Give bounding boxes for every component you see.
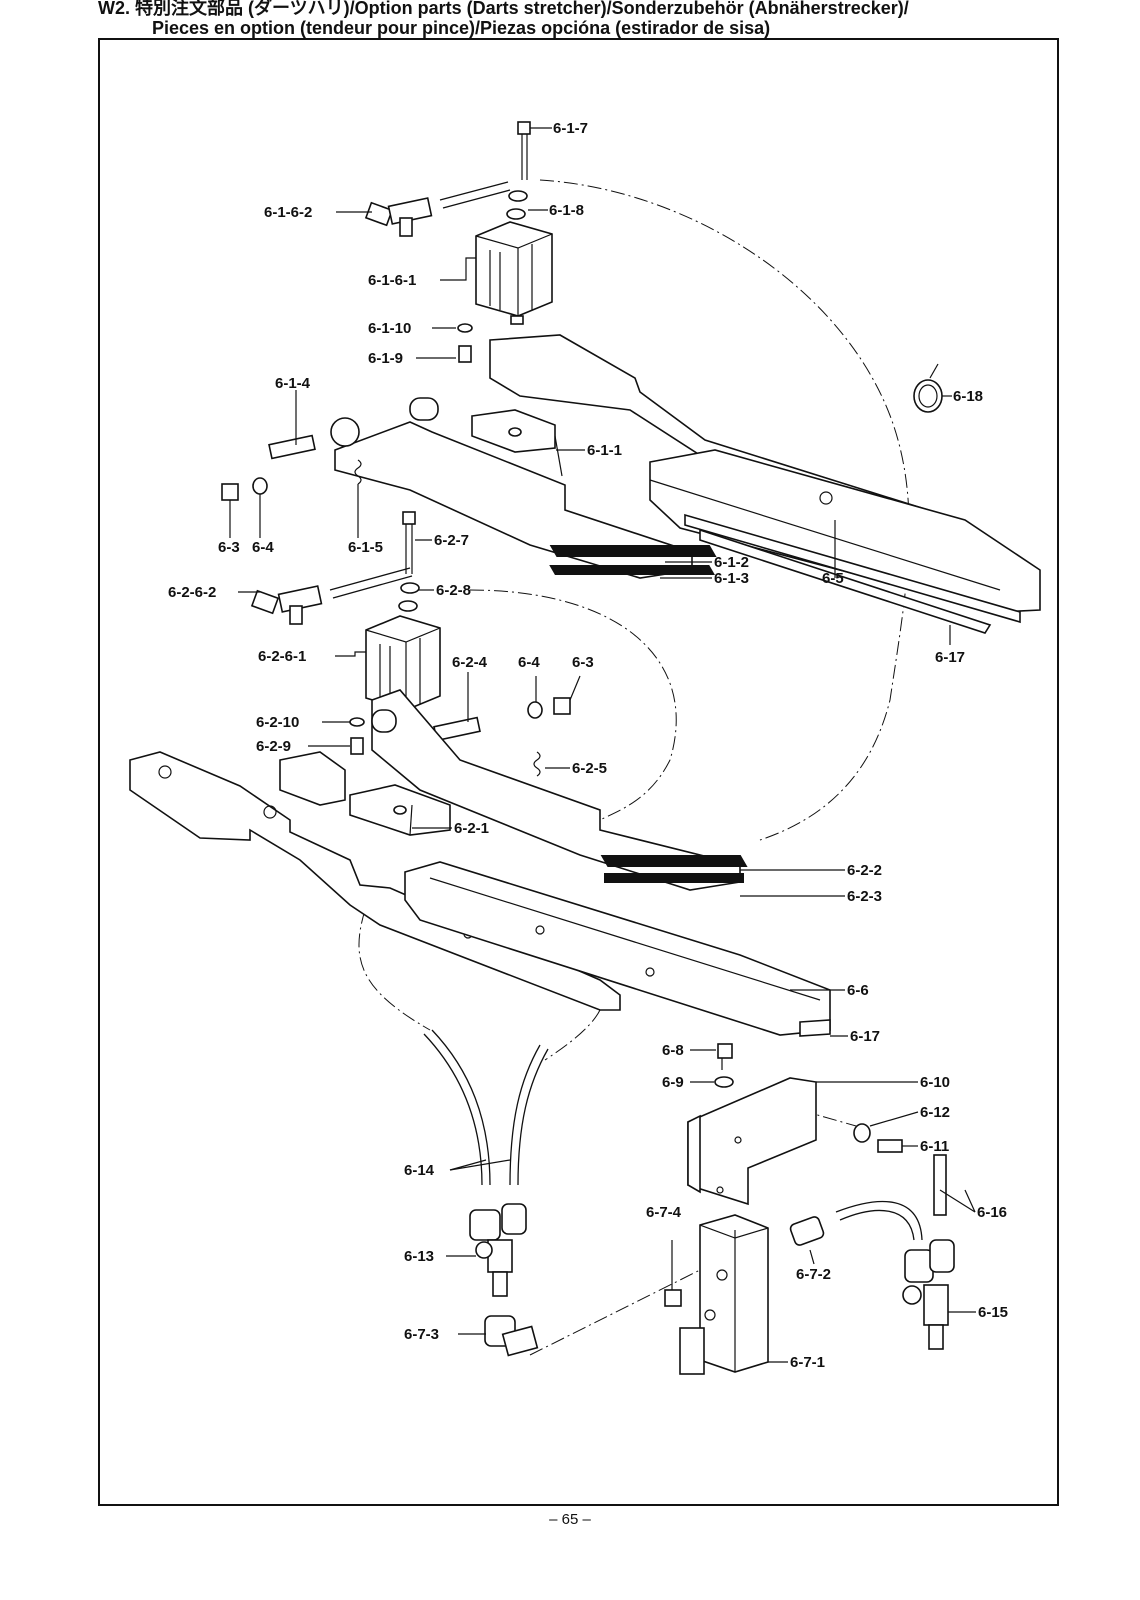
washer-6-4b [527, 701, 543, 719]
label-6-10: 6-10 [920, 1074, 950, 1091]
label-6-3a: 6-3 [218, 539, 240, 556]
washer-6-12 [853, 1123, 871, 1143]
part-labels: 6-1-7 6-1-8 6-1-6-2 6-1-6-1 6-1-10 6-1-9… [168, 120, 1008, 1371]
label-6-8: 6-8 [662, 1042, 684, 1059]
label-6-1-3: 6-1-3 [714, 570, 749, 587]
washer-6-9 [714, 1076, 734, 1088]
rail-6-6 [404, 861, 831, 1037]
label-6-2-4: 6-2-4 [452, 654, 488, 671]
tube-6-16 [933, 1154, 947, 1216]
fitting-6-1-6-2 [364, 197, 433, 237]
label-6-7-4: 6-7-4 [646, 1204, 682, 1221]
label-6-1-1: 6-1-1 [587, 442, 622, 459]
bracket-6-10 [687, 1077, 817, 1206]
guide-curve-middle [469, 589, 677, 821]
washer-6-2-8b [398, 600, 418, 612]
screw-6-3b [553, 697, 571, 715]
screw-6-8 [717, 1043, 733, 1059]
washer-6-2-10 [349, 717, 365, 727]
label-6-2-2: 6-2-2 [847, 862, 882, 879]
screw-6-11 [877, 1139, 903, 1153]
washer-6-4a [252, 477, 268, 495]
shoulder-bolt-6-1-4 [268, 434, 316, 460]
nut-6-2-9 [350, 737, 364, 755]
screw-6-7-4 [664, 1289, 682, 1307]
label-6-1-6-1: 6-1-6-1 [368, 272, 416, 289]
washer-6-2-8a [400, 582, 420, 594]
fitting-6-7-2 [789, 1216, 825, 1246]
fitting-6-13 [469, 1203, 527, 1297]
washer-6-1-8b [506, 208, 526, 220]
washer-6-1-8a [508, 190, 528, 202]
washer-6-1-10 [457, 323, 473, 333]
label-6-2-8: 6-2-8 [436, 582, 471, 599]
bolt-6-2-7 [402, 511, 416, 574]
label-6-1-4: 6-1-4 [275, 375, 311, 392]
tube-6-14a [431, 1029, 491, 1186]
label-6-2-6-2: 6-2-6-2 [168, 584, 216, 601]
guide-curve-lower [358, 909, 431, 1031]
label-6-16: 6-16 [977, 1204, 1007, 1221]
leaders [229, 127, 976, 1363]
diagram-frame [98, 38, 1059, 1506]
label-6-13: 6-13 [404, 1248, 434, 1265]
label-6-1-6-2: 6-1-6-2 [264, 204, 312, 221]
pad-6-2-3 [604, 873, 744, 883]
guide-line-6-7-3 [529, 1259, 721, 1356]
label-6-12: 6-12 [920, 1104, 950, 1121]
page-header: W2. 特別注文部品 (ダーツハリ)/Option parts (Darts s… [0, 0, 1140, 44]
pad-6-1-2 [549, 545, 717, 557]
label-6-1-8: 6-1-8 [549, 202, 584, 219]
arm-6-1-2 [268, 397, 693, 579]
label-6-2-6-1: 6-2-6-1 [258, 648, 306, 665]
label-6-15: 6-15 [978, 1304, 1008, 1321]
label-6-14: 6-14 [404, 1162, 435, 1179]
screw-6-3a [221, 483, 239, 501]
pad-6-2-2 [600, 855, 748, 867]
page-number: – 65 – [549, 1511, 591, 1528]
label-6-2-10: 6-2-10 [256, 714, 299, 731]
valve-6-7-1 [679, 1214, 769, 1375]
label-6-4b: 6-4 [518, 654, 540, 671]
label-6-11: 6-11 [920, 1138, 949, 1155]
label-6-1-2: 6-1-2 [714, 554, 749, 571]
label-6-7-3: 6-7-3 [404, 1326, 439, 1343]
label-6-1-10: 6-1-10 [368, 320, 411, 337]
label-6-1-9: 6-1-9 [368, 350, 403, 367]
cylinder-6-1-6-1 [475, 221, 553, 325]
label-6-2-3: 6-2-3 [847, 888, 882, 905]
page-title-line-1: W2. 特別注文部品 (ダーツハリ)/Option parts (Darts s… [98, 0, 909, 18]
label-6-2-9: 6-2-9 [256, 738, 291, 755]
label-6-2-1: 6-2-1 [454, 820, 489, 837]
label-6-3b: 6-3 [572, 654, 594, 671]
guide-curve-lower-right [544, 1009, 601, 1061]
spring-6-1-5 [354, 459, 362, 485]
label-6-4a: 6-4 [252, 539, 274, 556]
label-6-5: 6-5 [822, 570, 844, 587]
cylinder-6-2-6-1 [365, 615, 441, 719]
label-6-9: 6-9 [662, 1074, 684, 1091]
label-6-1-7: 6-1-7 [553, 120, 588, 137]
label-6-6: 6-6 [847, 982, 869, 999]
pad-6-1-3 [549, 565, 715, 575]
label-6-18: 6-18 [953, 388, 983, 405]
label-6-7-1: 6-7-1 [790, 1354, 825, 1371]
spring-6-2-5 [533, 751, 541, 777]
nut-6-1-9 [458, 345, 472, 363]
label-6-2-5: 6-2-5 [572, 760, 607, 777]
fitting-6-15 [902, 1239, 955, 1350]
rail-6-5 [489, 334, 1041, 634]
page-title-line-2: Pieces en option (tendeur pour pince)/Pi… [152, 18, 771, 38]
label-6-7-2: 6-7-2 [796, 1266, 831, 1283]
ring-6-18 [913, 363, 943, 413]
label-6-17b: 6-17 [850, 1028, 880, 1045]
bolt-6-1-7 [517, 121, 531, 180]
label-6-17a: 6-17 [935, 649, 965, 666]
label-6-1-5: 6-1-5 [348, 539, 383, 556]
elbow-6-7-3 [484, 1315, 539, 1357]
fitting-6-2-6-2 [250, 585, 323, 625]
tube-6-14b [509, 1044, 541, 1186]
label-6-2-7: 6-2-7 [434, 532, 469, 549]
